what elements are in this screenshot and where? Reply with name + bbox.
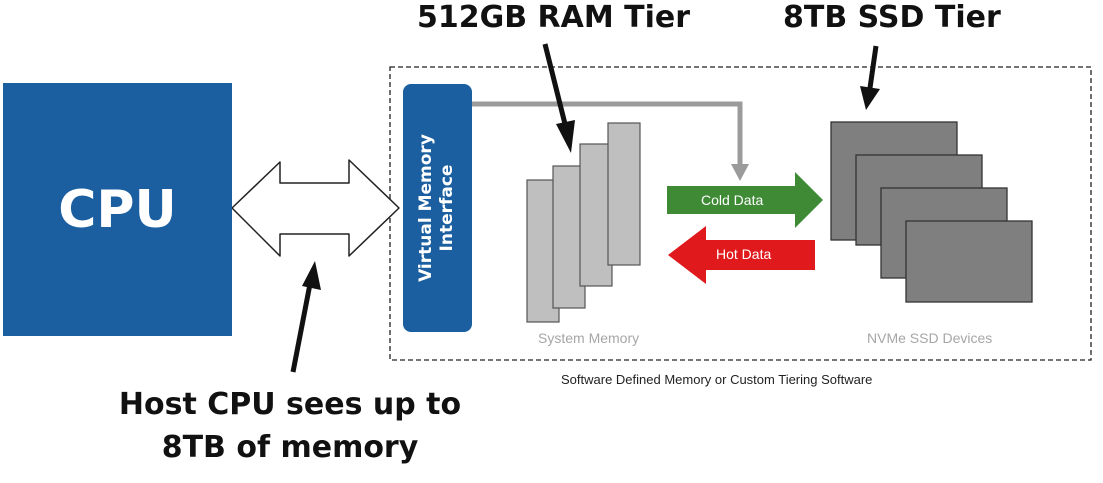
ram-pointer-head <box>556 120 575 153</box>
ssd-device <box>905 220 1033 303</box>
vmi-line-1: Virtual Memory <box>416 134 436 282</box>
pointer-arrows <box>290 43 880 373</box>
virtual-memory-interface-block <box>403 84 472 332</box>
host-cpu-label: Host CPU sees up to 8TB of memory <box>115 383 465 469</box>
host-pointer-head <box>302 261 321 290</box>
cold-data-label: Cold Data <box>701 192 764 208</box>
nvme-caption: NVMe SSD Devices <box>867 330 993 346</box>
ram-stack <box>526 122 641 323</box>
host-line-2: 8TB of memory <box>161 430 419 465</box>
software-caption: Software Defined Memory or Custom Tierin… <box>561 372 873 387</box>
cold-data-arrow <box>667 172 823 228</box>
cpu-interface-arrow <box>231 159 400 257</box>
hot-data-arrow <box>668 226 815 284</box>
ssd-pointer-head <box>860 86 880 110</box>
host-line-1: Host CPU sees up to <box>118 387 462 422</box>
ssd-tier-label: 8TB SSD Tier <box>783 0 1001 35</box>
vmi-line-2: Interface <box>437 164 457 252</box>
cpu-block <box>3 83 232 336</box>
ram-module <box>607 122 641 266</box>
ram-module <box>579 143 613 287</box>
ram-tier-label: 512GB RAM Tier <box>417 0 691 35</box>
cpu-label: CPU <box>58 179 177 240</box>
hot-data-label: Hot Data <box>716 246 772 262</box>
system-memory-caption: System Memory <box>538 330 640 346</box>
connector-arrowhead <box>731 164 749 181</box>
ssd-stack <box>830 121 1033 303</box>
virtual-memory-interface-label: Virtual Memory Interface <box>407 88 467 328</box>
